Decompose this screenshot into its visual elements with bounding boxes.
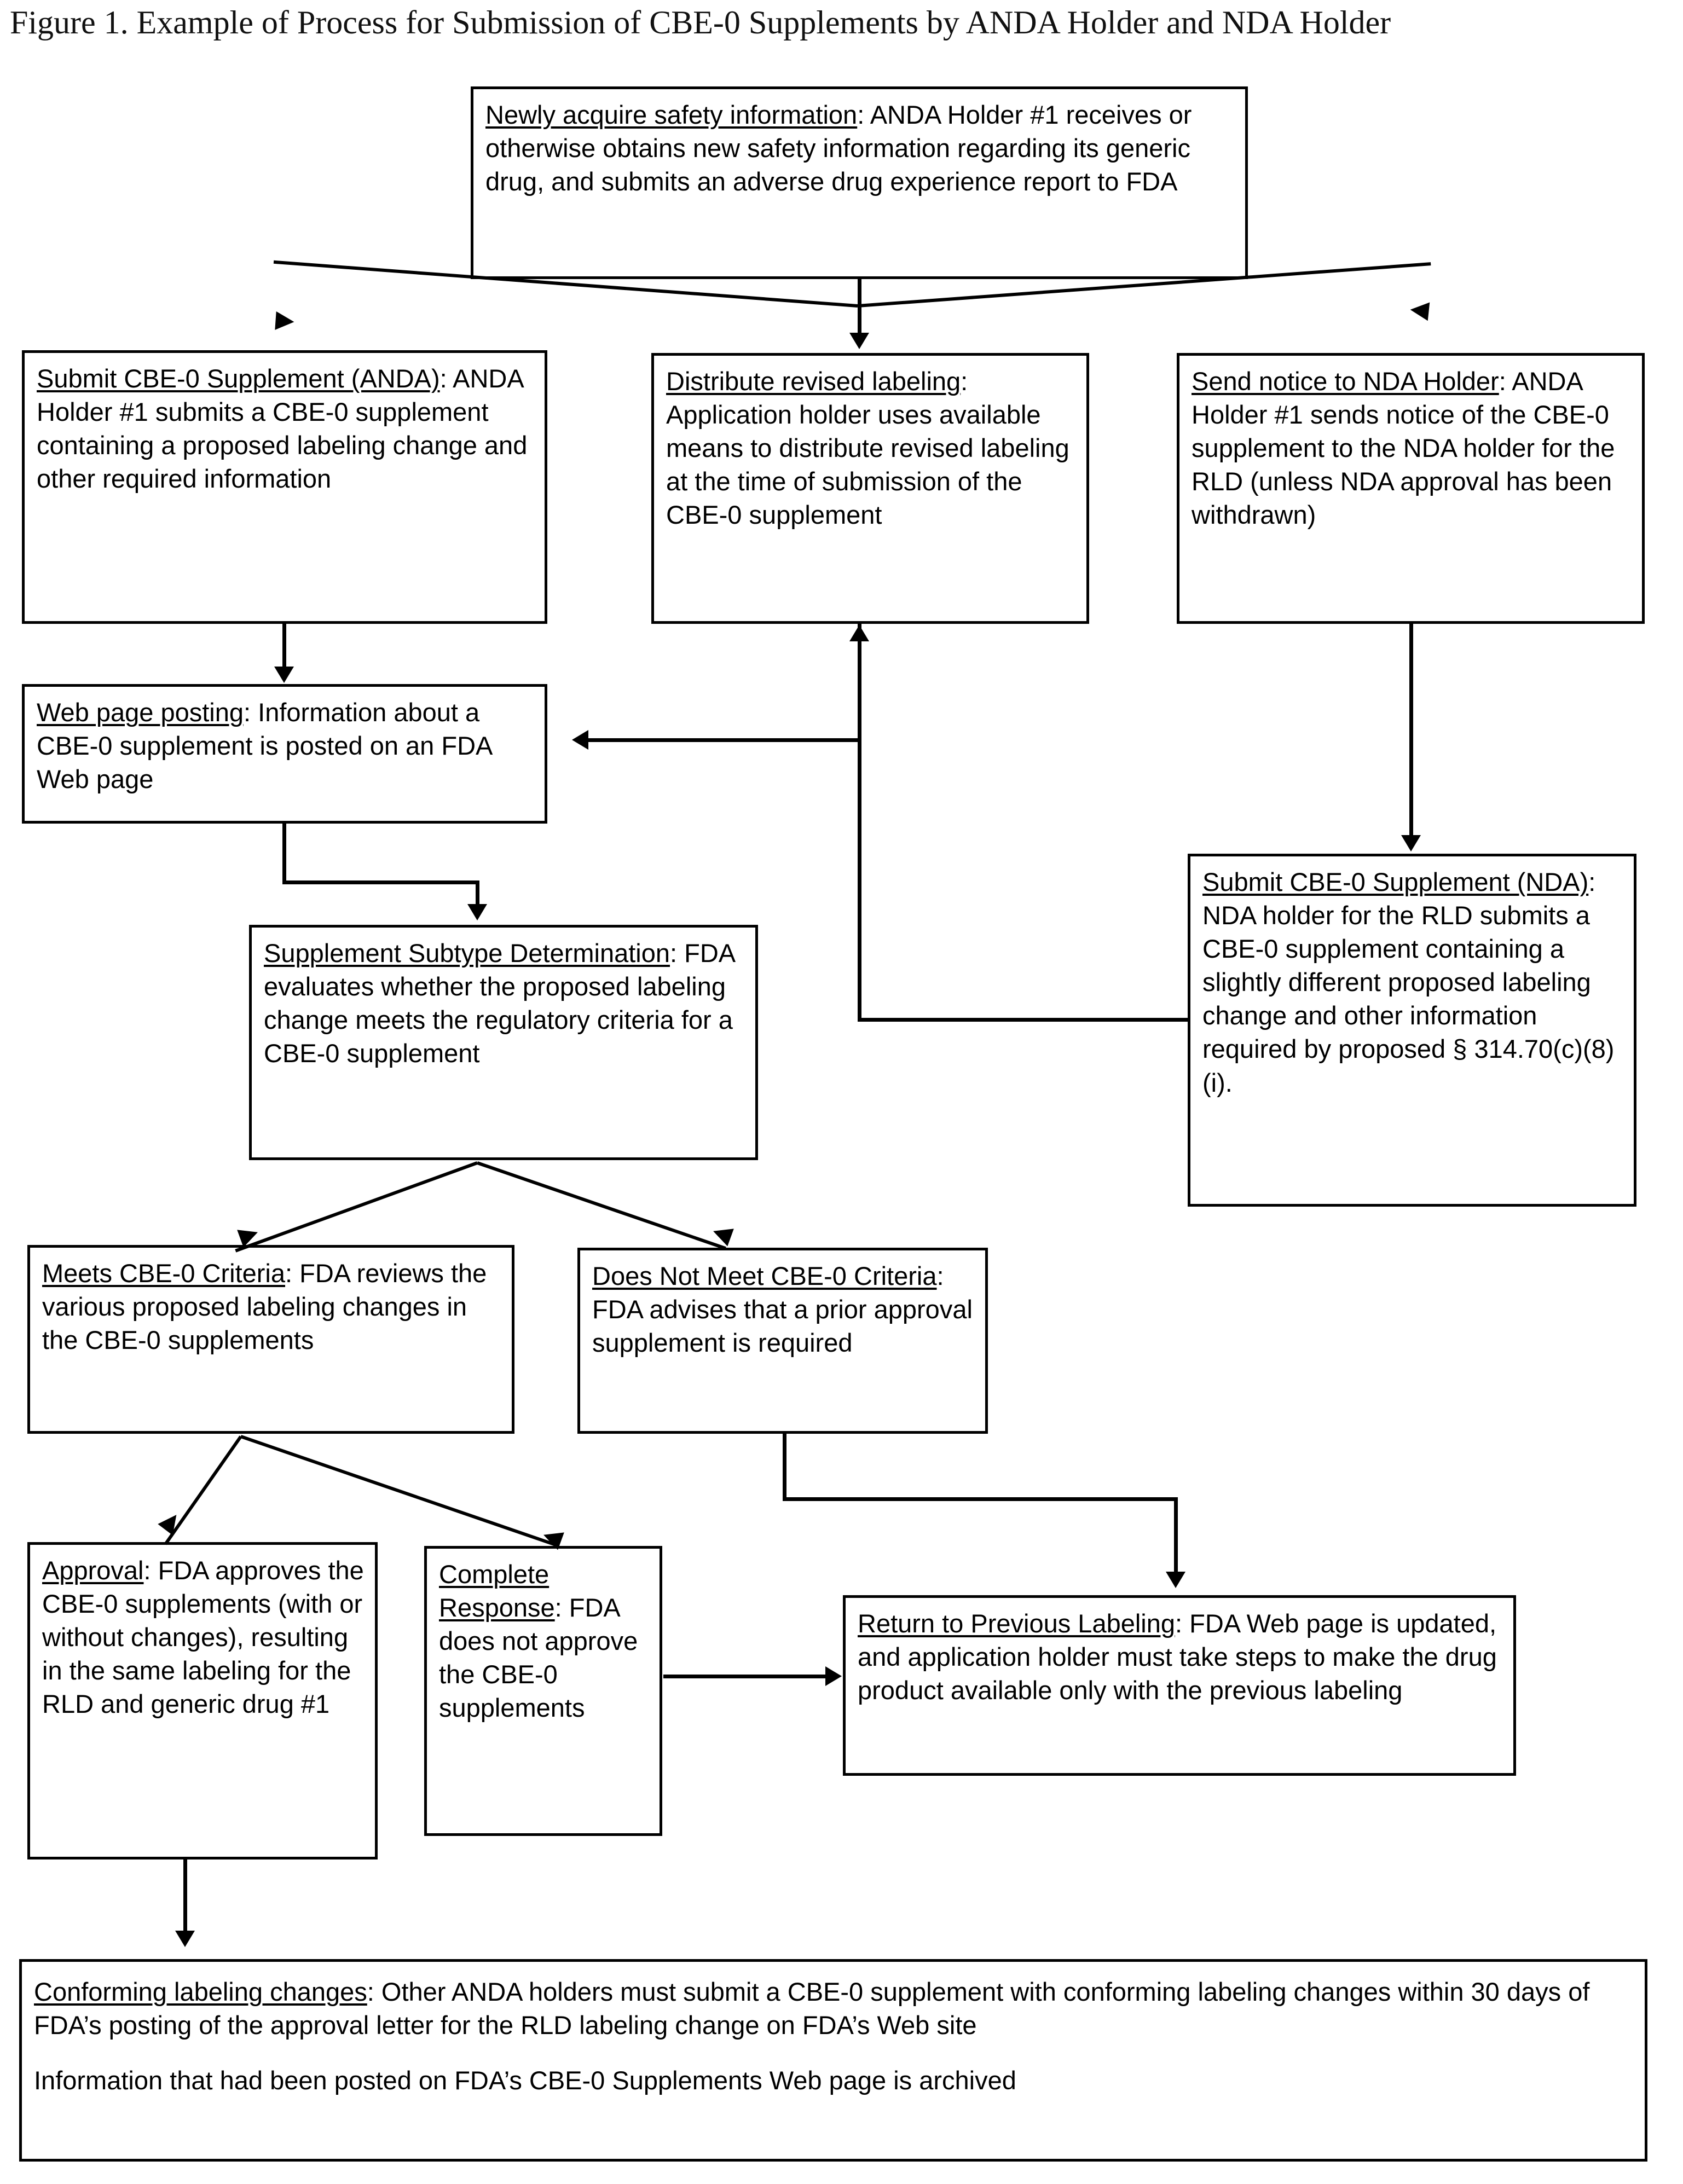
connector-subtype-to-meets (235, 1161, 478, 1253)
connector-webposting-right (282, 880, 479, 884)
node-body: : FDA approves the CBE-0 supplements (wi… (42, 1556, 364, 1719)
node-supplement-subtype-determination: Supplement Subtype Determination: FDA ev… (249, 925, 758, 1160)
node-heading: Newly acquire safety information (485, 100, 858, 129)
arrowhead-return-previous (1166, 1572, 1185, 1588)
arrowhead-submit-nda (1401, 835, 1421, 851)
node-body: : ANDA Holder #1 receives or otherwise o… (485, 100, 1192, 196)
arrowhead-send-notice (1409, 300, 1430, 321)
node-heading: Submit CBE-0 Supplement (ANDA) (37, 364, 440, 393)
node-distribute-revised-labeling: Distribute revised labeling: Application… (651, 353, 1089, 624)
node-body: : ANDA Holder #1 submits a CBE-0 supplem… (37, 364, 528, 494)
node-body: : Application holder uses available mean… (666, 367, 1069, 530)
node-heading: Send notice to NDA Holder (1192, 367, 1499, 396)
connector-meets-to-complete-response (240, 1435, 557, 1547)
node-heading: Complete Response (439, 1560, 555, 1623)
node-heading: Does Not Meet CBE-0 Criteria (592, 1261, 937, 1290)
node-heading: Meets CBE-0 Criteria (42, 1259, 285, 1288)
connector-sendnotice-to-submitnda (1409, 624, 1413, 837)
node-body: : FDA Web page is updated, and applicati… (858, 1609, 1497, 1705)
arrowhead-webposting (274, 667, 294, 683)
node-conforming-labeling-changes: Conforming labeling changes: Other ANDA … (19, 1959, 1647, 2162)
arrowhead-distribute-bottom (849, 625, 869, 641)
node-heading: Approval (42, 1556, 144, 1585)
node-body: : FDA does not approve the CBE-0 supplem… (439, 1593, 638, 1723)
node-send-notice-to-nda-holder: Send notice to NDA Holder: ANDA Holder #… (1177, 353, 1645, 624)
node-return-to-previous-labeling: Return to Previous Labeling: FDA Web pag… (843, 1595, 1516, 1776)
page-title: Figure 1. Example of Process for Submiss… (10, 4, 1391, 40)
connector-distribute-left (588, 738, 860, 742)
node-newly-acquire-safety-information: Newly acquire safety information: ANDA H… (471, 86, 1248, 279)
node-heading: Conforming labeling changes (34, 1977, 367, 2006)
node-body: : ANDA Holder #1 sends notice of the CBE… (1192, 367, 1615, 530)
node-meets-cbe0-criteria: Meets CBE-0 Criteria: FDA reviews the va… (27, 1245, 514, 1434)
arrowhead-return-left (825, 1666, 842, 1686)
arrowhead-submit-anda (275, 311, 295, 332)
connector-webposting-down (282, 824, 286, 884)
arrowhead-webposting-right (572, 730, 588, 750)
node-second-paragraph: Information that had been posted on FDA’… (34, 2066, 1016, 2095)
node-web-page-posting: Web page posting: Information about a CB… (22, 684, 547, 824)
arrowhead-conforming (175, 1931, 195, 1947)
node-submit-cbe0-supplement-nda: Submit CBE-0 Supplement (NDA): NDA holde… (1188, 854, 1636, 1207)
node-complete-response: Complete Response: FDA does not approve … (424, 1546, 662, 1836)
connector-subtype-to-does-not-meet (477, 1161, 726, 1250)
node-approval: Approval: FDA approves the CBE-0 supplem… (27, 1542, 378, 1859)
node-submit-cbe0-supplement-anda: Submit CBE-0 Supplement (ANDA): ANDA Hol… (22, 350, 547, 624)
arrowhead-distribute (849, 333, 869, 349)
connector-doesnotmeet-right (783, 1497, 1178, 1501)
connector-approval-to-conforming (183, 1859, 187, 1933)
connector-nda-left (858, 1018, 1189, 1022)
node-body: : FDA reviews the various proposed label… (42, 1259, 487, 1355)
connector-anda-to-webposting (282, 624, 286, 669)
arrowhead-subtype (467, 904, 487, 920)
arrowhead-approval (158, 1509, 184, 1536)
node-body: : NDA holder for the RLD submits a CBE-0… (1202, 867, 1615, 1097)
node-body: : FDA advises that a prior approval supp… (592, 1261, 973, 1358)
node-heading: Submit CBE-0 Supplement (NDA) (1202, 867, 1589, 896)
node-body: : Information about a CBE-0 supplement i… (37, 698, 491, 794)
node-body: : Other ANDA holders must submit a CBE-0… (34, 1977, 1590, 2040)
connector-nda-up (858, 646, 861, 1020)
node-heading: Supplement Subtype Determination (264, 939, 670, 968)
connector-return-down (1174, 1497, 1178, 1574)
node-heading: Web page posting (37, 698, 244, 727)
connector-completeresponse-to-return (663, 1675, 828, 1678)
node-heading: Distribute revised labeling (666, 367, 961, 396)
connector-subtype-down (476, 880, 479, 907)
node-heading: Return to Previous Labeling (858, 1609, 1176, 1638)
node-does-not-meet-cbe0-criteria: Does Not Meet CBE-0 Criteria: FDA advise… (577, 1248, 988, 1434)
node-body: : FDA evaluates whether the proposed lab… (264, 939, 734, 1068)
connector-doesnotmeet-down (783, 1434, 786, 1499)
